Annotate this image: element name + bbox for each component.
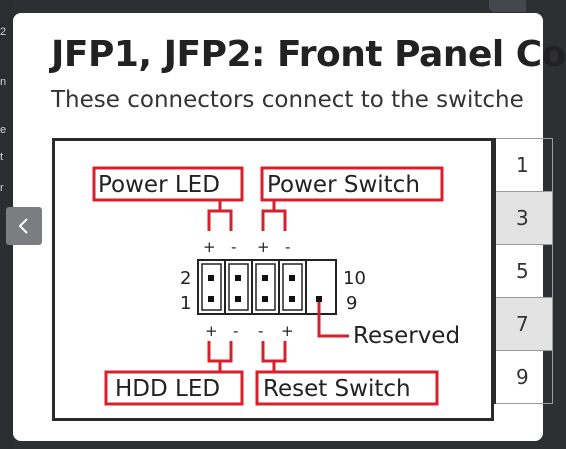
polarity-mark: + [203, 238, 216, 256]
table-row: 3 [493, 191, 553, 245]
polarity-mark: + [281, 322, 294, 340]
reset-switch-bracket [261, 341, 287, 372]
edge-glyph: n [0, 76, 7, 88]
polarity-mark: + [257, 238, 270, 256]
pin-number-label: 1 [180, 293, 191, 314]
pin [262, 296, 268, 302]
hdd-led-label: HDD LED [115, 376, 220, 402]
table-row: 9 [493, 350, 553, 404]
front-panel-diagram-svg: Power LED Power Switch + - + - [92, 166, 460, 406]
connector-header [197, 259, 337, 315]
power-led-label: Power LED [98, 172, 220, 198]
edge-glyph: e [0, 124, 7, 136]
polarity-mark: + [205, 322, 218, 340]
front-panel-diagram: Power LED Power Switch + - + - [52, 138, 494, 421]
polarity-mark: - [258, 322, 263, 340]
power-switch-label: Power Switch [267, 172, 420, 198]
reset-switch-label-box [255, 370, 439, 406]
pin [289, 275, 295, 281]
edge-glyph: r [0, 182, 4, 194]
edge-glyph: t [0, 151, 4, 163]
polarity-mark: - [233, 322, 238, 340]
polarity-mark: - [231, 238, 236, 256]
table-cell-pin: 1 [493, 138, 553, 192]
pin [208, 296, 214, 302]
document-page: JFP1, JFP2: Front Panel Co These connect… [13, 13, 566, 441]
pin [262, 275, 268, 281]
pin [235, 275, 241, 281]
table-cell-pin: 3 [493, 191, 553, 245]
reserved-pointer [317, 302, 349, 338]
hdd-led-label-box [104, 370, 244, 406]
pin [208, 275, 214, 281]
window-corner-control[interactable] [489, 0, 526, 12]
pin-number-label: 2 [180, 268, 191, 289]
reset-switch-label: Reset Switch [263, 376, 411, 402]
polarity-mark: - [285, 238, 290, 256]
pin-number-label: 10 [343, 268, 366, 289]
pin-definition-table: 1 3 5 7 9 [493, 138, 553, 404]
pin-number-label: 9 [346, 293, 357, 314]
pin [289, 296, 295, 302]
power-switch-bracket [261, 200, 287, 231]
page-title: JFP1, JFP2: Front Panel Co [51, 34, 566, 75]
power-switch-label-box [260, 166, 444, 202]
power-led-bracket [207, 200, 233, 231]
table-cell-pin: 5 [493, 244, 553, 298]
table-cell-pin: 7 [493, 297, 553, 351]
power-led-label-box [92, 166, 244, 202]
edge-glyph: 2 [0, 26, 7, 38]
table-row: 7 [493, 297, 553, 351]
pin [235, 296, 241, 302]
chevron-left-icon [18, 218, 28, 234]
pin [316, 296, 322, 302]
table-row: 1 [493, 138, 553, 192]
page-subtitle: These connectors connect to the switche [51, 87, 524, 113]
previous-slide-button[interactable] [6, 207, 42, 245]
reserved-label: Reserved [353, 323, 460, 349]
table-row: 5 [493, 244, 553, 298]
table-cell-pin: 9 [493, 350, 553, 404]
hdd-led-bracket [207, 341, 233, 372]
